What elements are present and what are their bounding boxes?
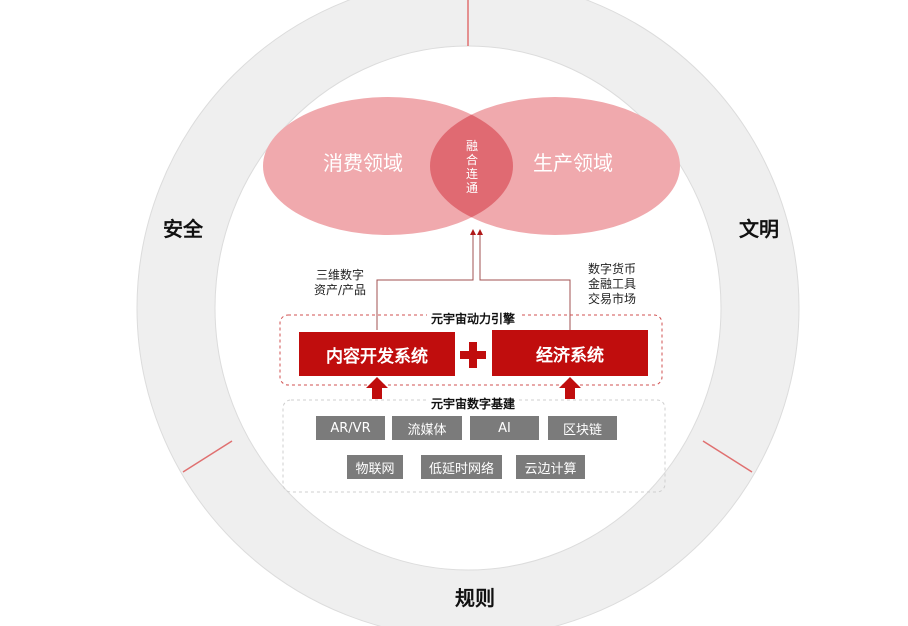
ring-label-rules: 规则: [455, 586, 495, 610]
up-arrow-left-icon: [366, 377, 388, 399]
infra-chip-iot: 物联网: [347, 455, 403, 479]
note-left-line: 三维数字: [315, 268, 365, 282]
infra-chip-edge-cloud: 云边计算: [516, 455, 585, 479]
note-right-line: 交易市场: [587, 292, 637, 306]
venn-label-consumption: 消费领域: [323, 151, 403, 175]
note-right: 数字货币 金融工具 交易市场: [588, 262, 636, 307]
infra-chip-blockchain: 区块链: [548, 416, 617, 440]
infra-chip-ai: AI: [470, 416, 539, 440]
plus-icon: [460, 342, 486, 368]
up-arrow-right-icon: [559, 377, 581, 399]
note-left-line: 资产/产品: [313, 283, 367, 297]
infra-chip-arvr: AR/VR: [316, 416, 385, 440]
infra-chip-low-latency: 低延时网络: [421, 455, 502, 479]
ring-divider-right: [702, 440, 753, 473]
infra-chip-streaming: 流媒体: [392, 416, 462, 440]
ring-divider-left: [182, 440, 233, 473]
venn-intersection: [430, 97, 513, 235]
content-system-box: 内容开发系统: [299, 332, 455, 376]
economy-system-box: 经济系统: [492, 330, 648, 376]
engine-title: 元宇宙动力引擎: [426, 313, 520, 325]
connector-right: [477, 229, 571, 330]
infra-title: 元宇宙数字基建: [426, 398, 520, 410]
note-right-line: 金融工具: [587, 277, 637, 291]
venn-label-fusion: 融合连通: [465, 139, 478, 195]
venn-label-production: 生产领域: [533, 151, 613, 175]
connector-left: [376, 229, 476, 330]
ring-label-civilization: 文明: [739, 217, 779, 241]
ring-label-safety: 安全: [163, 217, 203, 241]
note-left: 三维数字 资产/产品: [314, 268, 366, 298]
note-right-line: 数字货币: [587, 262, 637, 276]
